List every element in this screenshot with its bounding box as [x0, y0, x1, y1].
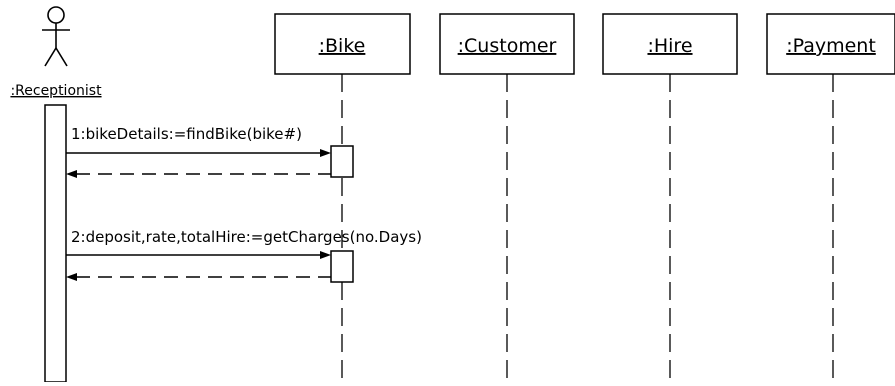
- object-customer-box: [439, 13, 575, 75]
- message-2-call-arrow: [66, 251, 331, 259]
- bike-activation-1: [330, 145, 354, 178]
- actor-right-leg: [55, 47, 68, 67]
- message-1-return-arrow: [66, 170, 331, 178]
- object-customer: :Customer: [439, 13, 575, 75]
- object-payment-label: :Payment: [786, 35, 876, 57]
- object-payment-box: [766, 13, 895, 75]
- actor-left-leg: [44, 47, 57, 67]
- actor-label: :Receptionist: [10, 83, 102, 99]
- actor-head: [47, 6, 65, 24]
- receptionist-actor: [42, 6, 70, 67]
- object-hire: :Hire: [602, 13, 738, 75]
- message-1-call-arrow: [66, 149, 331, 157]
- object-bike-box: [274, 13, 411, 75]
- object-hire-label: :Hire: [647, 35, 692, 57]
- object-payment: :Payment: [766, 13, 895, 75]
- message-1-label: 1:bikeDetails:=findBike(bike#): [71, 125, 302, 143]
- object-bike-label: :Bike: [319, 35, 366, 57]
- object-customer-label: :Customer: [458, 35, 557, 57]
- bike-activation-2: [330, 250, 354, 283]
- object-hire-box: [602, 13, 738, 75]
- object-bike: :Bike: [274, 13, 411, 75]
- message-2-label: 2:deposit,rate,totalHire:=getCharges(no.…: [71, 228, 422, 246]
- message-2-return-arrow: [66, 273, 331, 281]
- actor-activation-bar: [44, 104, 67, 383]
